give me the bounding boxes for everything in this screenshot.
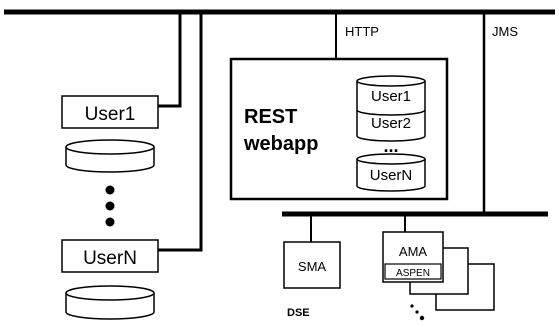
webapp-usern-store-icon xyxy=(356,153,426,192)
usern-database-icon xyxy=(65,285,155,320)
webapp-stack-user2: User2 xyxy=(371,115,411,132)
user1-label: User1 xyxy=(85,104,136,125)
user1-box xyxy=(61,95,159,129)
webapp-stack-ellipsis: ... xyxy=(383,136,398,156)
webapp-title-line1: REST xyxy=(244,106,297,128)
users-ellipsis xyxy=(105,185,115,227)
jms-label: JMS xyxy=(492,24,518,39)
webapp-title-line2: webapp xyxy=(243,133,318,155)
webapp-stack-user1: User1 xyxy=(371,88,411,105)
user1-database-icon xyxy=(65,139,155,173)
webapp-stack-usern: UserN xyxy=(370,167,413,184)
user1-connector xyxy=(158,12,182,108)
aspen-box xyxy=(384,263,442,280)
ama-label: AMA xyxy=(399,244,428,259)
ama-ellipsis xyxy=(410,304,425,321)
aspen-label: ASPEN xyxy=(396,268,430,279)
usern-box xyxy=(61,239,159,273)
sma-label: SMA xyxy=(298,259,327,274)
http-label: HTTP xyxy=(345,24,379,39)
sma-box xyxy=(283,241,341,289)
usern-label: UserN xyxy=(83,248,137,269)
usern-connector xyxy=(158,12,203,252)
dse-label: DSE xyxy=(287,307,310,319)
webapp-user-store-icon xyxy=(356,75,426,142)
